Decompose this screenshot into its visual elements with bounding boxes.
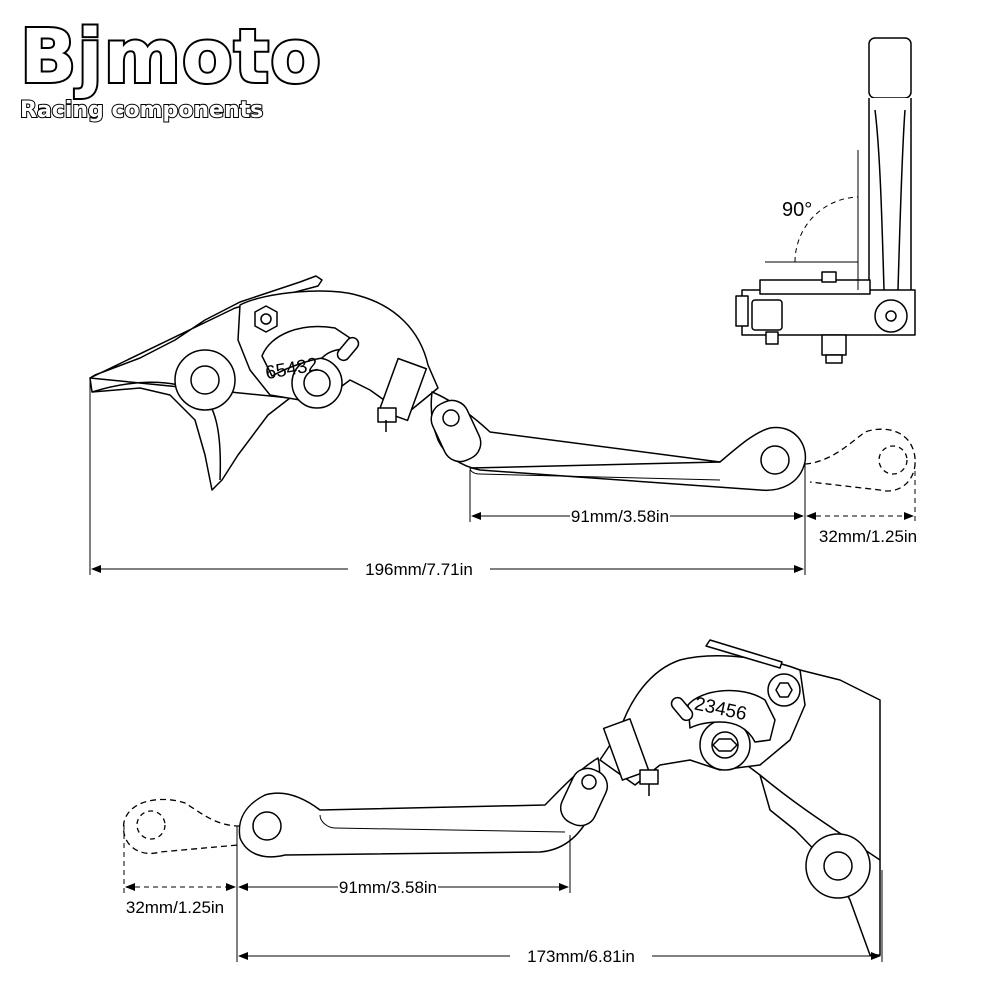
top-lever-nut [377,407,397,423]
angle-label: 90° [782,199,812,221]
brand-name: Bjmoto [18,14,323,100]
top-fold-extension-label: 32mm/1.25in [819,527,917,546]
top-lever-fold-tip-hole [878,445,908,475]
top-lever-fold-tip [804,428,916,492]
bottom-lever-adjuster-dial [687,689,776,743]
top-grip-span-label: 91mm/3.58in [571,507,669,526]
brand-tagline: Racing components [19,97,264,124]
bottom-lever-tip-hole [252,811,282,841]
bottom-lever-pushrod [602,718,650,781]
bottom-lever-hex-bolt [775,682,793,698]
bottom-lever [238,639,881,956]
top-lever-blade [430,391,807,492]
side-view-lever-tip [868,37,912,99]
side-view [735,37,916,364]
bottom-fold-extension-label: 32mm/1.25in [126,898,224,917]
top-lever-pivot [303,369,331,397]
bottom-grip-span-label: 91mm/3.58in [339,878,437,897]
bottom-lever-mount-hole [823,851,853,881]
top-total-length-label: 196mm/7.71in [365,560,473,579]
bottom-lever-fold-tip [122,798,241,854]
bottom-lever-blade [238,757,601,858]
side-view-pushrod [821,334,847,356]
angle-indicator [765,150,859,290]
bottom-total-length-label: 173mm/6.81in [527,947,635,966]
bottom-lever-nut [639,769,659,785]
bottom-lever-fold-tip-hole [136,810,166,840]
top-lever [89,275,807,492]
brand-logo: Bjmoto Racing components [18,14,323,124]
top-lever-tip-hole [760,445,790,475]
top-lever-mount-hole [190,365,220,395]
